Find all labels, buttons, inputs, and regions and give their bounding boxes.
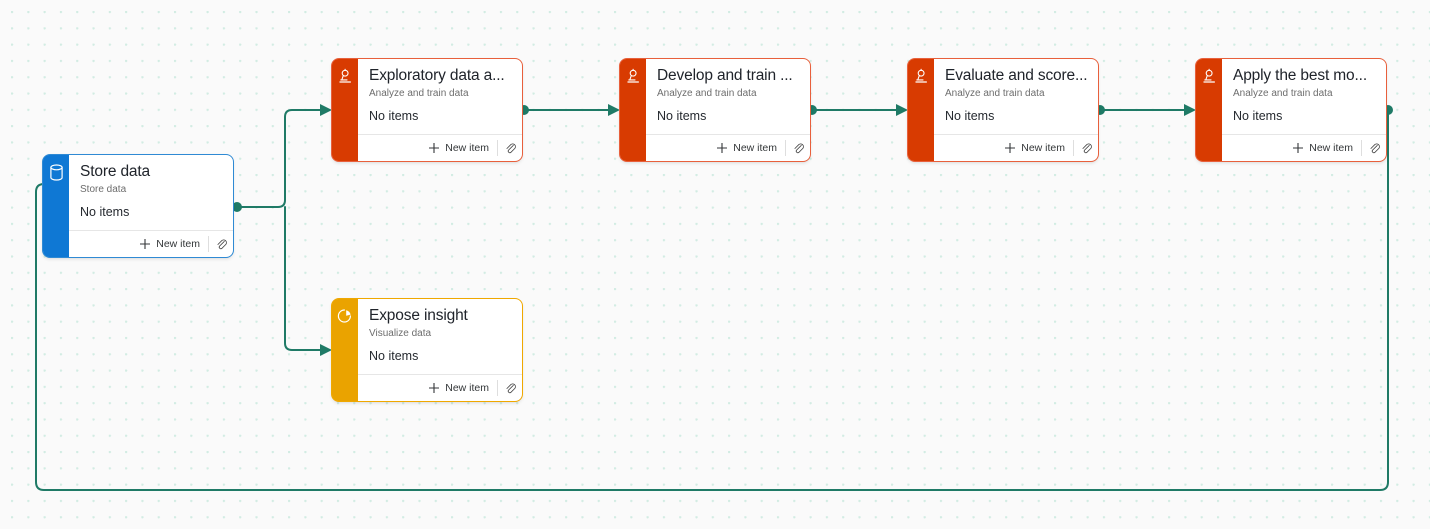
node-accent-stripe	[332, 59, 358, 161]
node-items-count: No items	[369, 349, 419, 363]
new-item-button[interactable]: New item	[424, 375, 497, 401]
node-subtitle: Analyze and train data	[657, 88, 757, 99]
node-footer: New item	[358, 374, 522, 401]
new-item-button[interactable]: New item	[424, 135, 497, 161]
new-item-button[interactable]: New item	[1288, 135, 1361, 161]
attach-button[interactable]	[786, 135, 810, 161]
footer-divider	[497, 140, 498, 156]
node-items-count: No items	[1233, 109, 1283, 123]
plus-icon	[429, 383, 440, 393]
new-item-label: New item	[1309, 142, 1353, 154]
node-footer: New item	[934, 134, 1098, 161]
edge-store-to-expose	[284, 206, 326, 351]
node-title: Develop and train ...	[657, 67, 793, 84]
node-footer: New item	[646, 134, 810, 161]
edge-arrowhead-exploratory	[320, 104, 332, 116]
node-subtitle: Analyze and train data	[1233, 88, 1333, 99]
node-accent-stripe	[908, 59, 934, 161]
paperclip-icon	[793, 143, 804, 153]
edge-arrowhead-evaluate	[896, 104, 908, 116]
node-title: Exploratory data a...	[369, 67, 505, 84]
node-accent-stripe	[43, 155, 69, 257]
new-item-label: New item	[1021, 142, 1065, 154]
node-items-count: No items	[369, 109, 419, 123]
new-item-button[interactable]: New item	[135, 231, 208, 257]
node-footer: New item	[69, 230, 233, 257]
edge-arrowhead-apply	[1184, 104, 1196, 116]
node-items-count: No items	[80, 205, 130, 219]
paperclip-icon	[505, 143, 516, 153]
new-item-label: New item	[733, 142, 777, 154]
node-title: Store data	[80, 163, 151, 180]
attach-button[interactable]	[498, 375, 522, 401]
plus-icon	[429, 143, 440, 153]
edge-apply-to-store-loopback	[35, 109, 1389, 491]
node-expose-insight[interactable]: Expose insight Visualize data No items N…	[331, 298, 523, 402]
plus-icon	[140, 239, 151, 249]
node-footer: New item	[1222, 134, 1386, 161]
footer-divider	[1073, 140, 1074, 156]
attach-button[interactable]	[209, 231, 233, 257]
node-subtitle: Analyze and train data	[369, 88, 469, 99]
node-title: Apply the best mo...	[1233, 67, 1367, 84]
node-accent-stripe	[332, 299, 358, 401]
microscope-icon	[914, 68, 927, 83]
footer-divider	[497, 380, 498, 396]
footer-divider	[1361, 140, 1362, 156]
attach-button[interactable]	[1074, 135, 1098, 161]
database-icon	[49, 164, 63, 181]
footer-divider	[785, 140, 786, 156]
node-title: Evaluate and score...	[945, 67, 1088, 84]
attach-button[interactable]	[498, 135, 522, 161]
microscope-icon	[626, 68, 639, 83]
paperclip-icon	[1369, 143, 1380, 153]
node-evaluate-and-score[interactable]: Evaluate and score... Analyze and train …	[907, 58, 1099, 162]
node-accent-stripe	[1196, 59, 1222, 161]
edge-store-to-exploratory	[237, 109, 326, 208]
node-items-count: No items	[945, 109, 995, 123]
paperclip-icon	[505, 383, 516, 393]
node-develop-and-train[interactable]: Develop and train ... Analyze and train …	[619, 58, 811, 162]
node-title: Expose insight	[369, 307, 468, 324]
node-store-data[interactable]: Store data Store data No items New item	[42, 154, 234, 258]
paperclip-icon	[216, 239, 227, 249]
edge-arrowhead-develop	[608, 104, 620, 116]
node-exploratory-data-analysis[interactable]: Exploratory data a... Analyze and train …	[331, 58, 523, 162]
paperclip-icon	[1081, 143, 1092, 153]
new-item-label: New item	[445, 142, 489, 154]
edge-arrowhead-expose	[320, 344, 332, 356]
new-item-label: New item	[445, 382, 489, 394]
footer-divider	[208, 236, 209, 252]
node-subtitle: Analyze and train data	[945, 88, 1045, 99]
node-apply-the-best-model[interactable]: Apply the best mo... Analyze and train d…	[1195, 58, 1387, 162]
node-footer: New item	[358, 134, 522, 161]
new-item-label: New item	[156, 238, 200, 250]
microscope-icon	[1202, 68, 1215, 83]
plus-icon	[717, 143, 728, 153]
node-items-count: No items	[657, 109, 707, 123]
attach-button[interactable]	[1362, 135, 1386, 161]
new-item-button[interactable]: New item	[712, 135, 785, 161]
pie-chart-icon	[337, 309, 351, 323]
plus-icon	[1293, 143, 1304, 153]
node-accent-stripe	[620, 59, 646, 161]
edge-source-dot-store	[232, 202, 242, 212]
new-item-button[interactable]: New item	[1000, 135, 1073, 161]
microscope-icon	[338, 68, 351, 83]
node-subtitle: Store data	[80, 184, 127, 195]
node-subtitle: Visualize data	[369, 328, 432, 339]
plus-icon	[1005, 143, 1016, 153]
